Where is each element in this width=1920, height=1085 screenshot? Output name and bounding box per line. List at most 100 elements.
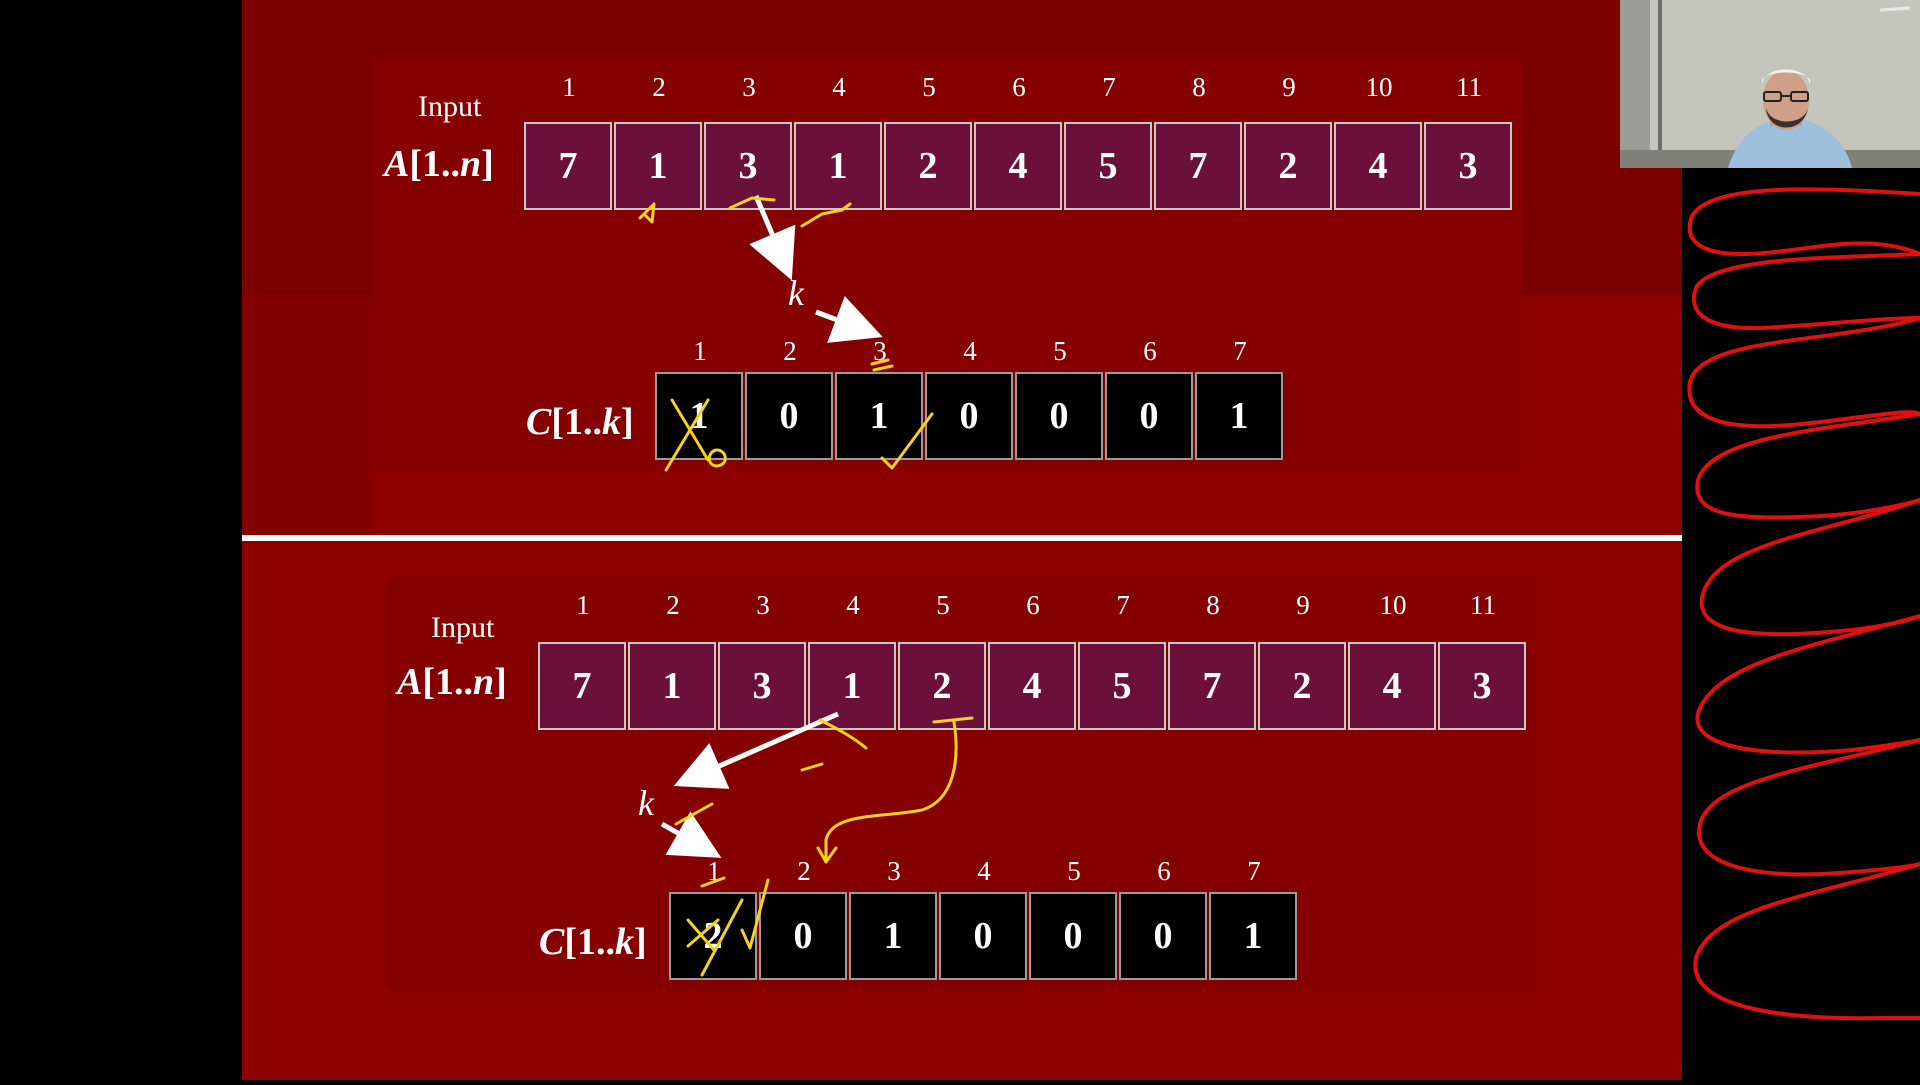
index-label: 7 <box>1247 856 1261 886</box>
index-label: 3 <box>873 336 887 366</box>
index-label: 3 <box>887 856 901 886</box>
array-cell: 0 <box>939 892 1027 980</box>
pen-arrow-b5-to-c2 <box>816 716 974 864</box>
slide-arrows <box>660 195 883 858</box>
index-label: 2 <box>652 72 666 102</box>
array-cell: 1 <box>614 122 702 210</box>
pen-mark-c-index-3 <box>870 358 894 372</box>
red-pen-scribbles <box>1687 187 1920 1021</box>
array-cell: 5 <box>1064 122 1152 210</box>
index-label: 5 <box>936 590 950 620</box>
top-k-label: k <box>788 273 804 313</box>
array-cell: 5 <box>1078 642 1166 730</box>
array-cell: 0 <box>1105 372 1193 460</box>
array-cell: 7 <box>538 642 626 730</box>
bottom-arrow-to-k <box>673 711 840 789</box>
index-label: 5 <box>1067 856 1081 886</box>
top-array-c-label: C[1..k] <box>526 401 634 443</box>
index-label: 11 <box>1456 72 1482 102</box>
array-cell: 3 <box>704 122 792 210</box>
pen-mark-under-a4 <box>800 202 852 228</box>
pen-dash-1 <box>800 762 824 772</box>
array-cell: 0 <box>1015 372 1103 460</box>
index-label: 1 <box>707 856 721 886</box>
index-label: 1 <box>562 72 576 102</box>
index-label: 6 <box>1143 336 1157 366</box>
index-label: 2 <box>797 856 811 886</box>
side-panel <box>1682 168 1920 1080</box>
array-cell: 4 <box>974 122 1062 210</box>
pen-strike-c1 <box>664 398 710 472</box>
array-cell: 3 <box>1424 122 1512 210</box>
top-arrow-to-c <box>815 296 883 343</box>
array-cell: 0 <box>925 372 1013 460</box>
pen-check-c3 <box>880 412 934 470</box>
array-cell: 1 <box>1195 372 1283 460</box>
array-cell: 2 <box>884 122 972 210</box>
index-label: 8 <box>1206 590 1220 620</box>
index-label: 11 <box>1470 590 1496 620</box>
array-cell: 4 <box>988 642 1076 730</box>
bottom-array-a-label: A[1..n] <box>397 661 507 703</box>
index-label: 2 <box>666 590 680 620</box>
bottom-input-label: Input <box>431 611 495 644</box>
index-label: 9 <box>1296 590 1310 620</box>
index-label: 10 <box>1379 590 1407 620</box>
bottom-array-c-label: C[1..k] <box>539 921 647 963</box>
array-cell: 0 <box>745 372 833 460</box>
index-label: 9 <box>1282 72 1296 102</box>
array-cell: 1 <box>794 122 882 210</box>
pen-annotations <box>638 196 974 977</box>
pen-marks-c1-c2 <box>686 876 770 977</box>
index-label: 6 <box>1026 590 1040 620</box>
slide-divider <box>242 535 1682 541</box>
index-label: 6 <box>1157 856 1171 886</box>
bottom-arrow-to-c <box>660 811 722 858</box>
array-cell: 1 <box>628 642 716 730</box>
array-cell: 1 <box>849 892 937 980</box>
index-label: 7 <box>1116 590 1130 620</box>
index-label: 4 <box>963 336 977 366</box>
index-label: 8 <box>1192 72 1206 102</box>
pen-zero-c1 <box>707 448 727 468</box>
index-label: 5 <box>1053 336 1067 366</box>
index-label: 7 <box>1102 72 1116 102</box>
index-label: 4 <box>846 590 860 620</box>
index-label: 4 <box>832 72 846 102</box>
array-cell: 7 <box>1168 642 1256 730</box>
pen-dash-2 <box>674 802 714 826</box>
pen-mark-under-a3 <box>728 196 776 210</box>
index-label: 3 <box>742 72 756 102</box>
bottom-k-label: k <box>638 783 654 823</box>
index-label: 1 <box>576 590 590 620</box>
pen-mark-under-a2 <box>638 202 656 224</box>
array-cell: 3 <box>718 642 806 730</box>
array-cell: 4 <box>1348 642 1436 730</box>
array-cell: 2 <box>1258 642 1346 730</box>
index-label: 2 <box>783 336 797 366</box>
array-cell: 4 <box>1334 122 1422 210</box>
slide-background-step <box>242 295 372 540</box>
array-cell: 7 <box>1154 122 1242 210</box>
array-cell: 3 <box>1438 642 1526 730</box>
index-label: 4 <box>977 856 991 886</box>
array-cell: 0 <box>1029 892 1117 980</box>
pen-mark-under-b4 <box>818 718 868 750</box>
top-array-a-label: A[1..n] <box>384 143 494 185</box>
index-label: 7 <box>1233 336 1247 366</box>
top-arrow-to-k <box>749 195 796 281</box>
index-label: 1 <box>693 336 707 366</box>
array-cell: 2 <box>898 642 986 730</box>
index-label: 6 <box>1012 72 1026 102</box>
index-label: 10 <box>1365 72 1393 102</box>
array-cell: 0 <box>1119 892 1207 980</box>
presenter-video <box>1620 0 1920 168</box>
top-input-label: Input <box>418 90 482 123</box>
array-cell: 1 <box>808 642 896 730</box>
webcam-feed <box>1620 0 1920 168</box>
index-label: 5 <box>922 72 936 102</box>
array-cell: 0 <box>759 892 847 980</box>
array-cell: 7 <box>524 122 612 210</box>
array-cell: 1 <box>1209 892 1297 980</box>
